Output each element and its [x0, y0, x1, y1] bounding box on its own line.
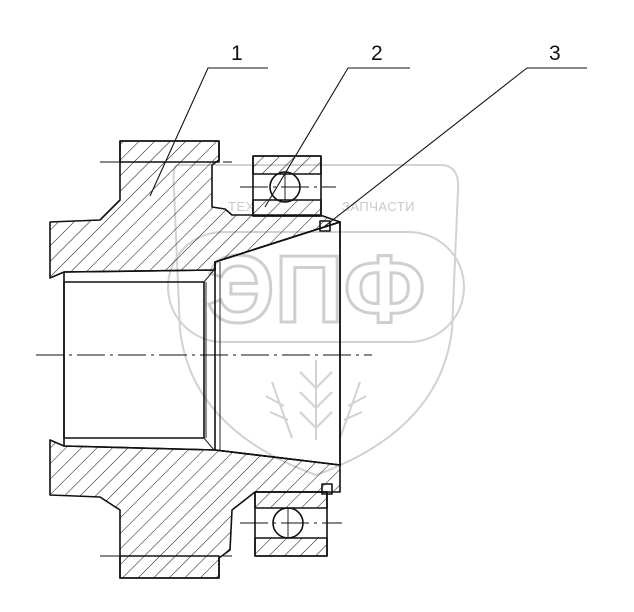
bore-chamfer-top — [203, 269, 215, 283]
bearing-upper-outer-race — [252, 155, 322, 175]
bearing-lower — [254, 483, 333, 557]
callout-label-2: 2 — [371, 42, 383, 65]
bearing-upper-inner-race — [252, 199, 322, 217]
gear-tooth-bottom — [119, 555, 220, 579]
watermark-text-right: ЗАПЧАСТИ — [342, 199, 415, 214]
callout-2: 2 — [264, 42, 410, 208]
callout-label-3: 3 — [549, 42, 561, 65]
callout-3: 3 — [324, 42, 587, 227]
bore-chamfer-bottom — [203, 437, 215, 451]
leader-line-1 — [149, 67, 268, 197]
bearing-upper — [252, 155, 331, 232]
watermark-logo-frame — [167, 231, 465, 343]
gear-tooth-top — [119, 140, 220, 163]
hub-part — [49, 140, 341, 579]
callout-label-1: 1 — [231, 42, 243, 65]
bearing-lower-outer-race — [254, 537, 328, 557]
seal-ring-lower — [321, 483, 333, 495]
leader-line-2 — [264, 67, 410, 208]
leader-line-3 — [324, 67, 587, 227]
wheat-icon — [265, 360, 367, 440]
taper-bore — [214, 221, 341, 466]
watermark-text-left: ТЕХ — [228, 199, 255, 214]
bore-cylinder — [63, 281, 205, 439]
hub-lower-section — [49, 439, 341, 579]
callout-1: 1 — [149, 42, 268, 197]
bearing-lower-inner-race — [254, 491, 328, 509]
seal-ring-upper — [319, 220, 331, 232]
